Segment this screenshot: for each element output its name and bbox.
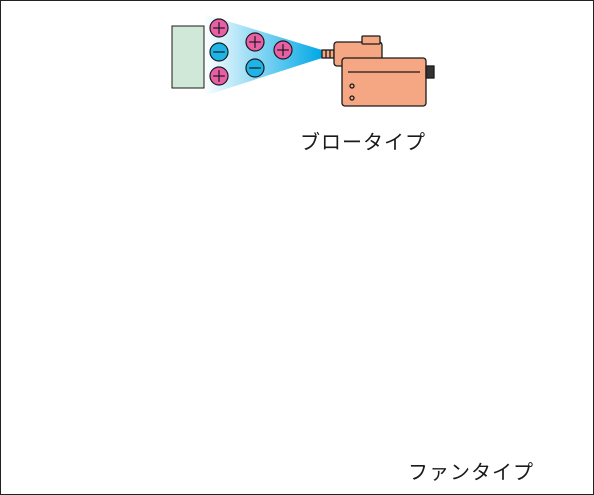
blow-airflow-cone xyxy=(204,14,322,96)
negative-ion-icon xyxy=(245,58,265,78)
negative-ion-icon xyxy=(209,42,229,62)
positive-ion-icon xyxy=(209,66,229,86)
blow-target-object xyxy=(171,25,205,89)
positive-ion-icon xyxy=(273,40,293,60)
blow-type-section xyxy=(171,14,435,107)
blow-type-label: ブロータイプ xyxy=(300,130,426,154)
fan-type-label: ファンタイプ xyxy=(408,460,534,484)
blow-ion-group xyxy=(209,18,293,86)
positive-ion-icon xyxy=(245,32,265,52)
blow-ionizer-device xyxy=(321,35,435,107)
positive-ion-icon xyxy=(209,18,229,38)
